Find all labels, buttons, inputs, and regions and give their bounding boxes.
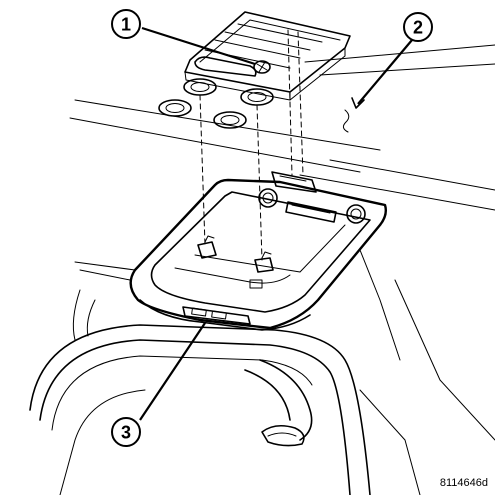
console-clip-left xyxy=(197,235,217,259)
callout-3: 3 xyxy=(111,417,141,447)
reading-lamp-right xyxy=(346,204,366,224)
leader-2 xyxy=(357,39,413,105)
leader-2-arrowhead xyxy=(351,97,365,109)
reading-lamp-left xyxy=(258,188,278,208)
clip-hole-2 xyxy=(240,88,274,106)
windshield-header xyxy=(29,289,371,495)
mounting-bracket xyxy=(184,11,351,101)
leader-1 xyxy=(141,26,256,66)
callout-1-label: 1 xyxy=(121,15,131,35)
headliner-clips xyxy=(158,78,274,129)
retaining-screw xyxy=(253,60,271,74)
leader-2-tail xyxy=(342,109,350,133)
leader-3 xyxy=(139,322,206,421)
callout-2: 2 xyxy=(403,12,433,42)
clip-hole-4 xyxy=(213,111,247,129)
clip-hole-1 xyxy=(183,78,217,96)
callout-1: 1 xyxy=(111,9,141,39)
callout-3-label: 3 xyxy=(121,423,131,443)
overhead-console xyxy=(129,171,388,331)
alignment-lines xyxy=(199,29,304,261)
figure-id: 8114646d xyxy=(440,477,488,489)
console-clip-right xyxy=(254,251,274,273)
mirror-mount xyxy=(244,359,313,447)
callout-2-label: 2 xyxy=(413,18,423,38)
clip-hole-3 xyxy=(158,99,192,117)
